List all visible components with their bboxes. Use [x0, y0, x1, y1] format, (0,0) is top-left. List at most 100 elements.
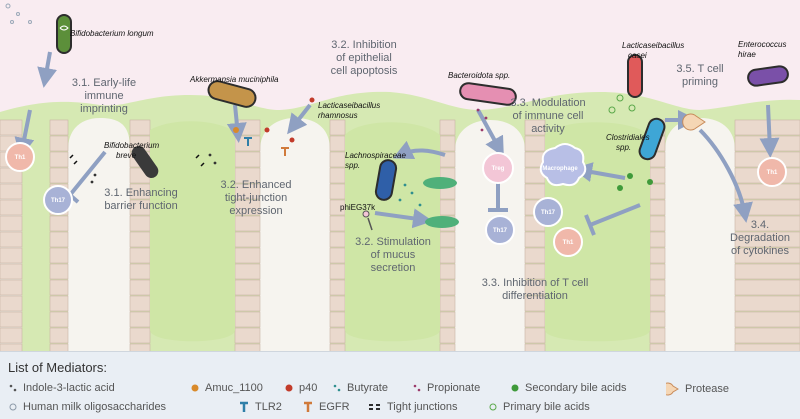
legend-item-hmo: Human milk oligosaccharides [8, 401, 166, 413]
legend-item-butyrate: Butyrate [332, 382, 388, 394]
epithelial-cell [234, 247, 261, 264]
legend-item-egfr: EGFR [302, 401, 350, 413]
phage-phieg37k [362, 210, 373, 231]
legend-item-indole: Indole-3-lactic acid [8, 382, 115, 394]
label-31a-line3: imprinting [80, 103, 128, 115]
bacterium-b-breve [131, 145, 159, 179]
epithelial-cell [49, 151, 69, 168]
inhibit-th-right [589, 203, 641, 227]
dot-red-icon [285, 384, 293, 392]
epithelial-cell [234, 327, 261, 344]
arrow-enterococcus [759, 104, 780, 158]
epithelial-cell [49, 167, 69, 184]
epithelial-cell [329, 311, 346, 328]
epithelial-cell [329, 167, 346, 184]
epithelial-cell [329, 343, 346, 360]
ring-green-icon [489, 403, 497, 411]
gut-microbiota-diagram: Bifidobacterium longum Bifidobacterium b… [0, 0, 800, 360]
bacterium-enterococcus [747, 65, 789, 87]
arrow-rham-egfr [287, 103, 312, 135]
mediator-propionate-dots [476, 108, 488, 132]
label-enterococcus-2: hirae [738, 50, 756, 59]
dot-orange-icon [191, 384, 199, 392]
epithelial-cell [439, 295, 456, 312]
egfr-orange-icon [304, 401, 312, 412]
label-b-breve-1: Bifidobacterium [104, 141, 159, 150]
epithelial-cell [734, 263, 800, 280]
epithelial-cell [649, 279, 666, 296]
label-l-rham-1: Lacticaseibacillus [318, 101, 380, 110]
label-32c-line2: of mucus [371, 249, 416, 261]
epithelial-cell [129, 263, 151, 280]
arrow-phage-mucus [374, 208, 433, 229]
dots-purple-icon [413, 384, 421, 392]
label-l-casei-1: Lacticaseibacillus [622, 41, 684, 50]
epithelial-cell [234, 231, 261, 248]
dot-green-icon [511, 384, 519, 392]
epithelial-cell [524, 231, 546, 248]
svg-text:Th17: Th17 [51, 198, 66, 204]
epithelial-cell [439, 343, 456, 360]
arrow-lachno-treg [392, 140, 446, 159]
th17-cell-left: Th17 [43, 185, 73, 215]
label-33b-line1: 3.3. Inhibition of T cell [482, 277, 589, 289]
legend-item-primary-bile: Primary bile acids [488, 401, 590, 413]
epithelial-cell [234, 311, 261, 328]
label-35-line1: 3.5. T cell [676, 63, 723, 75]
svg-text:Th1: Th1 [15, 155, 26, 161]
svg-text:Th17: Th17 [493, 228, 508, 234]
epithelial-cell [234, 151, 261, 168]
label-32a-line3: cell apoptosis [331, 65, 398, 77]
label-lachno-2: spp. [345, 161, 360, 170]
bacterium-clostridiales [638, 117, 666, 161]
mediator-amuc-dots [233, 127, 239, 133]
label-clostridiales-2: spp. [616, 143, 631, 152]
epithelial-cell [329, 231, 346, 248]
legend-item-tight-junctions: Tight junctions [368, 401, 458, 413]
label-31a-line2: immune [84, 90, 123, 102]
epithelial-cell [49, 263, 69, 280]
label-34-line3: of cytokines [731, 245, 790, 257]
epithelial-cell [0, 119, 23, 136]
label-35-line2: priming [682, 76, 718, 88]
label-b-breve-2: breve [116, 151, 137, 160]
legend-item-secondary-bile: Secondary bile acids [510, 382, 627, 394]
label-lachno-1: Lachnospiraceae [345, 151, 406, 160]
epithelial-cell [649, 263, 666, 280]
epithelial-cell [0, 327, 23, 344]
egfr-receptor [281, 147, 289, 156]
villus-core-1 [150, 121, 235, 342]
label-32b-line2: tight-junction [225, 192, 287, 204]
epithelial-cell [0, 199, 23, 216]
bacterium-lachnospiraceae [374, 159, 398, 201]
bacterium-b-longum [56, 14, 72, 54]
mediator-hmo-rings [5, 3, 32, 24]
epithelial-cell [329, 135, 346, 152]
epithelial-cell [0, 183, 23, 200]
epithelial-cell [734, 295, 800, 312]
epithelial-cell [234, 295, 261, 312]
epithelial-cell [649, 231, 666, 248]
legend-title: List of Mediators: [8, 360, 107, 375]
epithelial-cell [524, 327, 546, 344]
epithelial-cell [439, 247, 456, 264]
inhibition-lines [60, 150, 641, 236]
villus-core-2 [345, 122, 440, 342]
label-33a-line1: 3.3. Modulation [510, 97, 585, 109]
epithelial-cell [49, 231, 69, 248]
label-phage: phiEG37k [340, 203, 376, 212]
epithelial-cell [329, 247, 346, 264]
dots-teal-icon [333, 384, 341, 392]
legend-item-tlr2: TLR2 [238, 401, 282, 413]
epithelial-cell [129, 231, 151, 248]
epithelial-cell [649, 295, 666, 312]
epithelial-cell [524, 119, 546, 136]
epithelial-cell [439, 327, 456, 344]
epithelial-cell [524, 343, 546, 360]
epithelial-cell [0, 343, 23, 360]
label-31b-line2: barrier function [104, 200, 177, 212]
epithelial-cell [49, 247, 69, 264]
epithelial-cell [329, 151, 346, 168]
epithelial-cell [49, 327, 69, 344]
